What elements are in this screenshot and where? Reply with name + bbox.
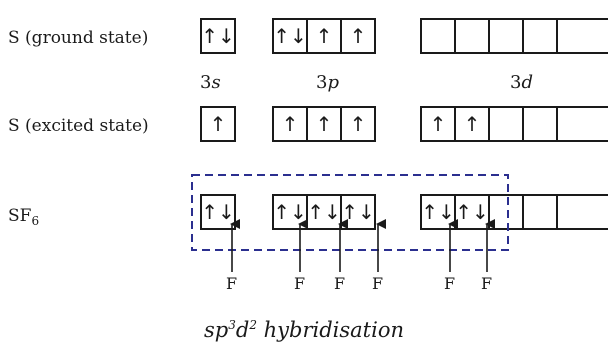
orbital-label-3p: 3p [316, 72, 339, 93]
excited-3s-box: ↑ [200, 106, 236, 142]
fluorine-label-2: F [294, 274, 306, 293]
ground-3p-box-3: ↑ [340, 18, 376, 54]
orbital-label-3s: 3s [200, 72, 221, 93]
sf6-3d-box-5 [556, 194, 608, 230]
fluorine-label-3: F [334, 274, 346, 293]
sf6-3p-box-3: ↑↓ [340, 194, 376, 230]
sf6-label: SF6 [8, 206, 40, 228]
hybrid-orbitals-outline [191, 174, 509, 251]
sf6-subscript: 6 [31, 214, 40, 228]
excited-3p-box-3: ↑ [340, 106, 376, 142]
orbital-label-3d: 3d [510, 72, 533, 93]
ground-state-label: S (ground state) [8, 28, 149, 48]
excited-state-label: S (excited state) [8, 116, 149, 136]
ground-3s-box: ↑↓ [200, 18, 236, 54]
sf6-3s-box: ↑↓ [200, 194, 236, 230]
excited-3d-box-5 [556, 106, 608, 142]
hybridisation-caption: sp3d2 hybridisation [203, 318, 404, 342]
fluorine-label-5: F [444, 274, 456, 293]
fluorine-label-4: F [372, 274, 384, 293]
ground-3d-box-5 [556, 18, 608, 54]
fluorine-label-1: F [226, 274, 238, 293]
fluorine-label-6: F [481, 274, 493, 293]
